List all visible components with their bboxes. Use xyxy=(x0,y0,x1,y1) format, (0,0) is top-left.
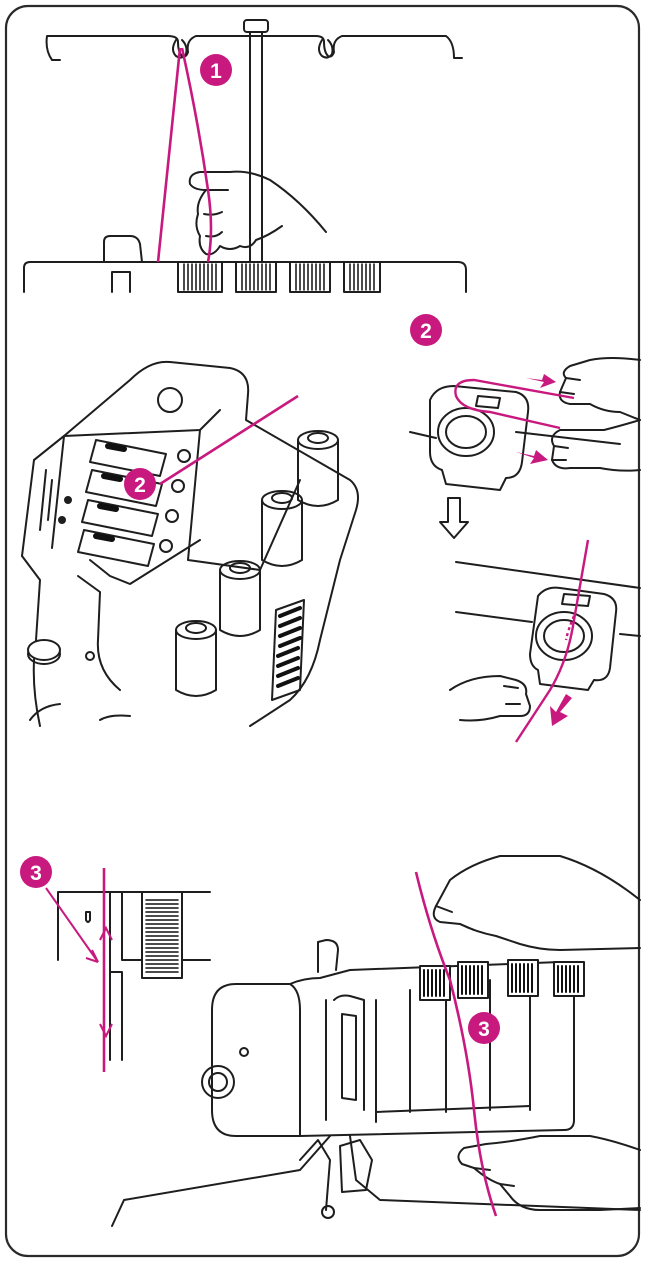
thread-stand-pole xyxy=(243,19,269,33)
side-vent xyxy=(271,599,305,701)
tension-disc-top xyxy=(437,407,495,457)
hand-icon xyxy=(188,170,327,256)
step-badge-3-machine: 3 xyxy=(468,1012,500,1044)
thread-line-2b xyxy=(514,539,590,743)
tension-dials xyxy=(177,261,381,293)
step-label-3-machine: 3 xyxy=(478,1018,490,1041)
panel-thread-stand xyxy=(23,19,467,293)
panel-tension-disc xyxy=(409,357,641,722)
hand-lower-icon xyxy=(457,1135,641,1211)
thread-line-3-machine xyxy=(414,871,498,1217)
step-badge-2-machine: 2 xyxy=(124,468,156,500)
step-label-2-header: 2 xyxy=(420,320,432,343)
step-badge-3-detail: 3 xyxy=(20,856,52,888)
panel-thread-detail xyxy=(57,891,211,1061)
hand-top-icon xyxy=(432,855,641,951)
thread-line-1 xyxy=(156,47,182,263)
tension-dial-side xyxy=(141,891,183,979)
step-badge-1: 1 xyxy=(200,54,232,86)
thread-line-2 xyxy=(159,394,299,486)
panel-machine-front xyxy=(111,855,641,1227)
thread-guide-rail xyxy=(77,539,201,691)
front-knob xyxy=(201,1065,235,1099)
hand-bottom-icon xyxy=(449,675,531,722)
spools xyxy=(175,430,339,697)
step-label-2-machine: 2 xyxy=(134,474,146,497)
machine-dials xyxy=(419,959,585,1001)
step-badge-2-header: 2 xyxy=(410,314,442,346)
arrow-right-icon-2 xyxy=(516,450,548,464)
machine-body-outline xyxy=(21,360,359,727)
down-arrow-icon xyxy=(439,497,469,539)
step-label-1: 1 xyxy=(210,60,222,83)
panel-machine-top xyxy=(21,360,359,727)
thread-loop-top xyxy=(454,378,575,430)
step-label-3-detail: 3 xyxy=(30,862,42,885)
arrow-down-left-icon xyxy=(550,694,572,726)
arrow-right-icon-1 xyxy=(526,374,556,388)
